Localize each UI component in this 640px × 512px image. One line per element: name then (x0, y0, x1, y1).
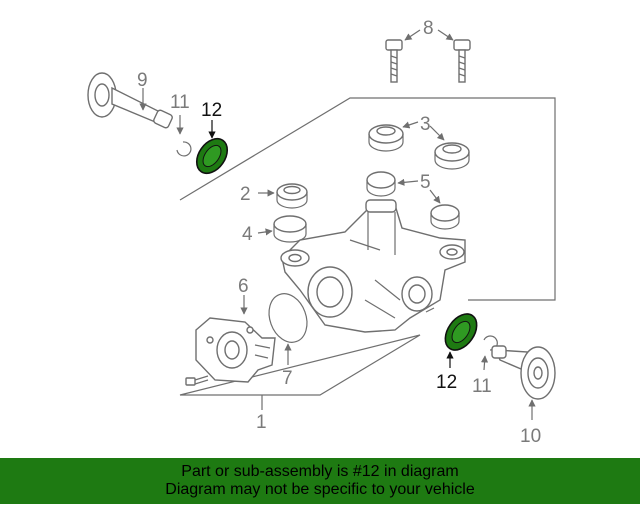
callout-6: 6 (238, 276, 249, 297)
mount-part-4[interactable] (273, 215, 307, 243)
callout-3: 3 (420, 114, 431, 135)
callout-4: 4 (242, 224, 253, 245)
callout-2: 2 (240, 184, 251, 205)
callout-12-right: 12 (436, 372, 457, 393)
callout-10: 10 (520, 426, 541, 447)
banner-line-1: Part or sub-assembly is #12 in diagram (181, 463, 459, 480)
callout-5: 5 (420, 172, 431, 193)
flange-shaft-part-9[interactable] (87, 72, 173, 129)
mount-part-3-left[interactable] (368, 124, 404, 152)
flange-shaft-part-10[interactable] (491, 345, 556, 400)
mount-part-3-right[interactable] (434, 142, 470, 170)
callout-7: 7 (282, 368, 293, 389)
mount-part-2[interactable] (276, 183, 308, 209)
circlip-part-11-left[interactable] (176, 141, 192, 157)
banner-line-2: Diagram may not be specific to your vehi… (165, 481, 475, 498)
mount-part-5-left[interactable] (366, 171, 396, 197)
callout-9: 9 (137, 70, 148, 91)
bolt-part-8-left[interactable] (385, 39, 403, 83)
callout-11-left: 11 (170, 92, 190, 113)
gasket-part-7[interactable] (263, 288, 314, 347)
mount-part-5-right[interactable] (430, 204, 460, 230)
callout-12-left: 12 (201, 100, 222, 121)
bolt-cover[interactable] (185, 375, 209, 386)
callout-1: 1 (256, 412, 267, 433)
seal-part-12-right[interactable] (439, 308, 483, 356)
seal-part-12-left[interactable] (190, 133, 233, 179)
bolt-part-8-right[interactable] (453, 39, 471, 83)
parts-diagram: 1 2 3 4 5 6 7 8 9 10 11 11 12 12 (87, 18, 556, 447)
callout-8: 8 (423, 18, 434, 39)
info-banner: Part or sub-assembly is #12 in diagram D… (0, 458, 640, 504)
cover-part-6[interactable] (195, 317, 276, 383)
callout-11-right: 11 (472, 376, 492, 397)
differential-housing-part-1[interactable] (280, 199, 466, 333)
assembly-outline (179, 97, 556, 396)
